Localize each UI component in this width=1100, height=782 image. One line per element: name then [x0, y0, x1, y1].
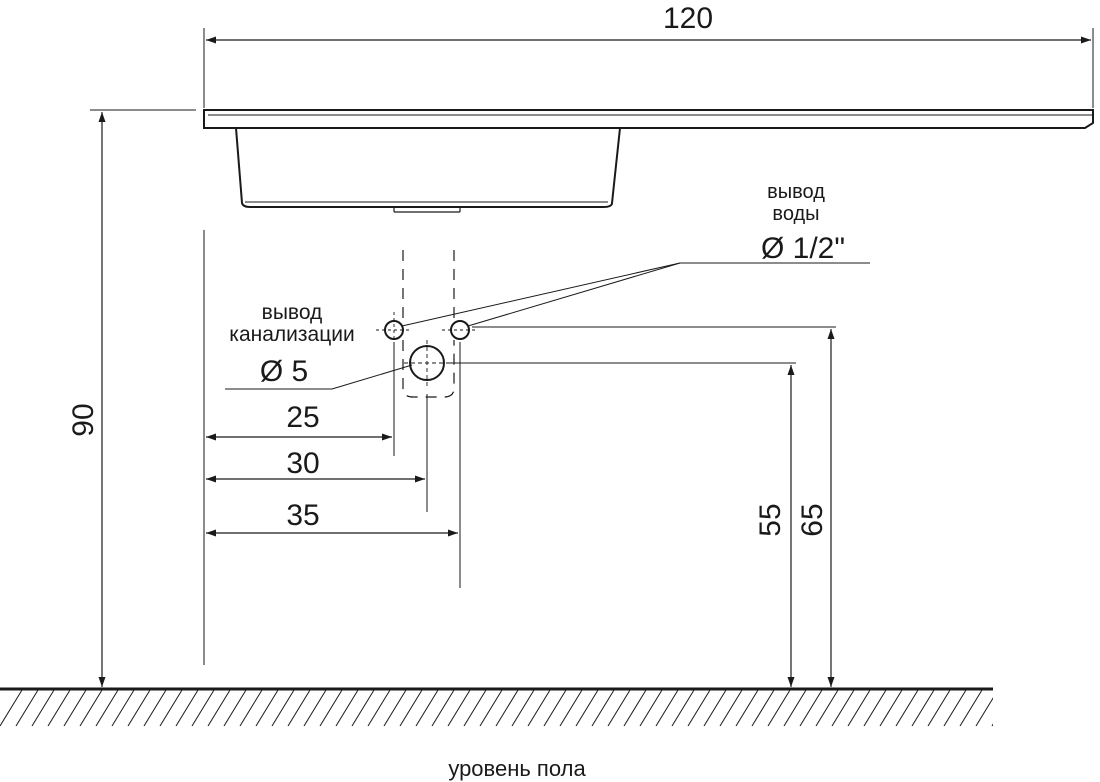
- sink-bowl: [235, 127, 621, 213]
- floor-hatch-line: [319, 690, 343, 727]
- floor-hatch-line: [463, 690, 487, 727]
- floor-hatch-line: [351, 690, 375, 727]
- water-outlet-size: Ø 1/2": [761, 232, 845, 265]
- floor-hatch-line: [623, 690, 647, 727]
- floor-hatch-line: [527, 690, 551, 727]
- floor-hatch-line: [223, 690, 247, 727]
- sink-countertop: [203, 109, 1094, 129]
- dimension-55-group: [448, 362, 796, 687]
- sewer-outlet-label-line2: канализации: [229, 323, 354, 346]
- floor-hatch-line: [719, 690, 743, 727]
- floor-hatch-line: [111, 690, 135, 727]
- sewer-outlet: [404, 340, 450, 386]
- offset-extension-lines: [393, 342, 461, 588]
- floor-hatch-line: [895, 690, 919, 727]
- floor-hatch-line: [943, 690, 967, 727]
- water-outlet-right: [442, 320, 478, 340]
- floor-hatch-line: [15, 690, 39, 727]
- floor-hatch-line: [607, 690, 631, 727]
- floor-hatch-line: [239, 690, 263, 727]
- floor-hatch-line: [991, 723, 993, 727]
- floor-hatch-line: [751, 690, 775, 727]
- floor-hatch-line: [431, 690, 455, 727]
- dimension-label-90: 90: [67, 403, 100, 436]
- floor-level-label: уровень пола: [448, 756, 586, 781]
- floor-hatch-line: [911, 690, 935, 727]
- floor-hatch-line: [1024, 690, 1046, 726]
- dimension-label-65: 65: [796, 503, 829, 536]
- floor-hatch-line: [879, 690, 903, 727]
- sewer-outlet-label-line1: вывод: [262, 301, 323, 324]
- floor-hatch-line: [591, 690, 615, 727]
- dimension-label-35: 35: [286, 499, 319, 532]
- floor-hatch-line: [255, 690, 279, 727]
- floor-hatch-line: [671, 690, 695, 727]
- floor-hatch-line: [175, 690, 199, 727]
- floor-hatch-line: [79, 690, 103, 727]
- dimension-label-55: 55: [754, 503, 787, 536]
- floor-hatch-line: [655, 690, 679, 727]
- drain-pipe-projection: [402, 250, 455, 398]
- floor-hatch-line: [815, 690, 839, 727]
- floor-hatch-line: [1008, 690, 1030, 726]
- floor-hatch-line: [415, 690, 439, 727]
- floor-hatch-line: [735, 690, 759, 727]
- floor-hatch-line: [927, 690, 951, 727]
- dimension-65-group: [472, 326, 836, 687]
- water-outlet-leader: [401, 262, 870, 327]
- floor-hatch-line: [207, 690, 231, 727]
- floor-hatch-line: [799, 690, 823, 727]
- dimension-label-120: 120: [663, 2, 713, 35]
- floor-hatch-line: [703, 690, 727, 727]
- sewer-outlet-size: Ø 5: [260, 355, 308, 388]
- floor-hatch-line: [399, 690, 423, 727]
- floor-hatch-line: [0, 690, 23, 727]
- floor-hatch-line: [511, 690, 535, 727]
- sewer-outlet-leader: [225, 364, 413, 390]
- dimension-width: [203, 28, 1094, 108]
- floor-hatch-line: [383, 690, 407, 727]
- dimension-height: [90, 109, 196, 687]
- floor-hatch-line: [783, 690, 807, 727]
- dimension-label-25: 25: [286, 401, 319, 434]
- floor-hatch-line: [367, 690, 391, 727]
- floor-hatch-line: [959, 690, 983, 727]
- floor-hatch-line: [47, 690, 71, 727]
- floor-hatch-line: [63, 690, 87, 727]
- floor-hatch-line: [559, 690, 583, 727]
- floor-hatch-line: [191, 690, 215, 727]
- floor-hatch-line: [687, 690, 711, 727]
- water-outlet-label-line1: вывод: [767, 181, 825, 203]
- dimension-label-30: 30: [286, 447, 319, 480]
- floor-hatch-line: [31, 690, 55, 727]
- floor-hatch-line: [479, 690, 503, 727]
- floor-hatch-line: [543, 690, 567, 727]
- floor-hatch-line: [287, 690, 311, 727]
- floor-hatch-line: [303, 690, 327, 727]
- floor-line: [0, 687, 1046, 727]
- floor-hatch-line: [495, 690, 519, 727]
- floor-hatch-line: [863, 690, 887, 727]
- floor-hatch-line: [831, 690, 855, 727]
- floor-hatch-line: [271, 690, 295, 727]
- floor-hatch-line: [95, 690, 119, 727]
- floor-hatch-line: [159, 690, 183, 727]
- floor-hatch-line: [767, 690, 791, 727]
- floor-hatch-line: [447, 690, 471, 727]
- floor-hatch-line: [335, 690, 359, 727]
- floor-hatch-line: [127, 690, 151, 727]
- floor-hatch-line: [143, 690, 167, 727]
- floor-hatch-line: [575, 690, 599, 727]
- floor-hatch-line: [847, 690, 871, 727]
- floor-hatch-line: [639, 690, 663, 727]
- water-outlet-label-line2: воды: [772, 203, 819, 225]
- floor-hatch-line: [975, 697, 993, 727]
